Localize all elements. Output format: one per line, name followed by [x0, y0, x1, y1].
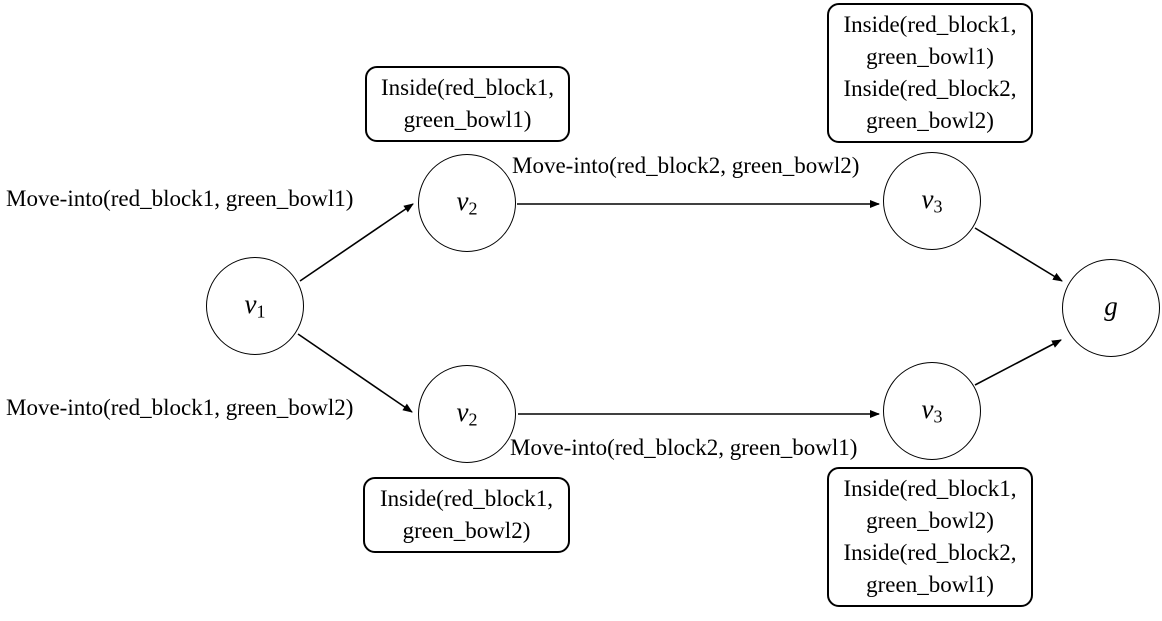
state-box-v3-bottom: Inside(red_block1, green_bowl2) Inside(r…	[827, 467, 1033, 607]
edge-arrow-v3top-g	[974, 227, 1063, 282]
edge-arrow-v3bottom-g	[974, 339, 1062, 386]
state-box-line: Inside(red_block1,	[843, 476, 1017, 501]
state-box-line: green_bowl2)	[866, 108, 994, 133]
state-box-line: green_bowl1)	[866, 44, 994, 69]
edge-label-v1-v2bottom: Move-into(red_block1, green_bowl2)	[6, 395, 354, 420]
state-box-line: Inside(red_block1,	[380, 75, 555, 100]
node-v3-bottom-label: v3	[921, 394, 943, 427]
edge-label-v1-v2top: Move-into(red_block1, green_bowl1)	[6, 186, 354, 211]
state-box-v3-top: Inside(red_block1, green_bowl1) Inside(r…	[827, 3, 1033, 143]
edge-label-v2top-v3top: Move-into(red_block2, green_bowl2)	[512, 153, 860, 178]
edge-label-v2bottom-v3bottom: Move-into(red_block2, green_bowl1)	[510, 435, 858, 460]
state-box-line: Inside(red_block1,	[843, 12, 1017, 37]
node-v2-bottom-label: v2	[456, 397, 478, 430]
node-v1: v1	[206, 257, 304, 355]
state-box-line: Inside(red_block2,	[843, 540, 1017, 565]
node-v3-top-label: v3	[921, 184, 943, 217]
edge-arrow-v1-v2top	[299, 203, 414, 282]
state-box-line: green_bowl1)	[866, 572, 994, 597]
node-v1-label: v1	[244, 289, 266, 322]
state-box-v2-bottom: Inside(red_block1, green_bowl2)	[363, 477, 570, 553]
state-box-line: green_bowl1)	[403, 107, 532, 132]
state-box-line: Inside(red_block1,	[379, 486, 554, 511]
node-v2-bottom: v2	[418, 365, 516, 463]
edge-arrow-v1-v2bottom	[297, 333, 413, 413]
node-v3-top: v3	[883, 152, 981, 250]
state-box-line: Inside(red_block2,	[843, 76, 1017, 101]
state-box-v2-top: Inside(red_block1, green_bowl1)	[365, 66, 570, 142]
node-v2-top-label: v2	[456, 186, 478, 219]
node-goal-label: g	[1104, 291, 1118, 322]
node-v3-bottom: v3	[883, 362, 981, 460]
node-v2-top: v2	[418, 154, 516, 252]
state-box-line: green_bowl2)	[402, 518, 531, 543]
node-goal: g	[1062, 259, 1160, 357]
state-box-line: green_bowl2)	[866, 508, 994, 533]
